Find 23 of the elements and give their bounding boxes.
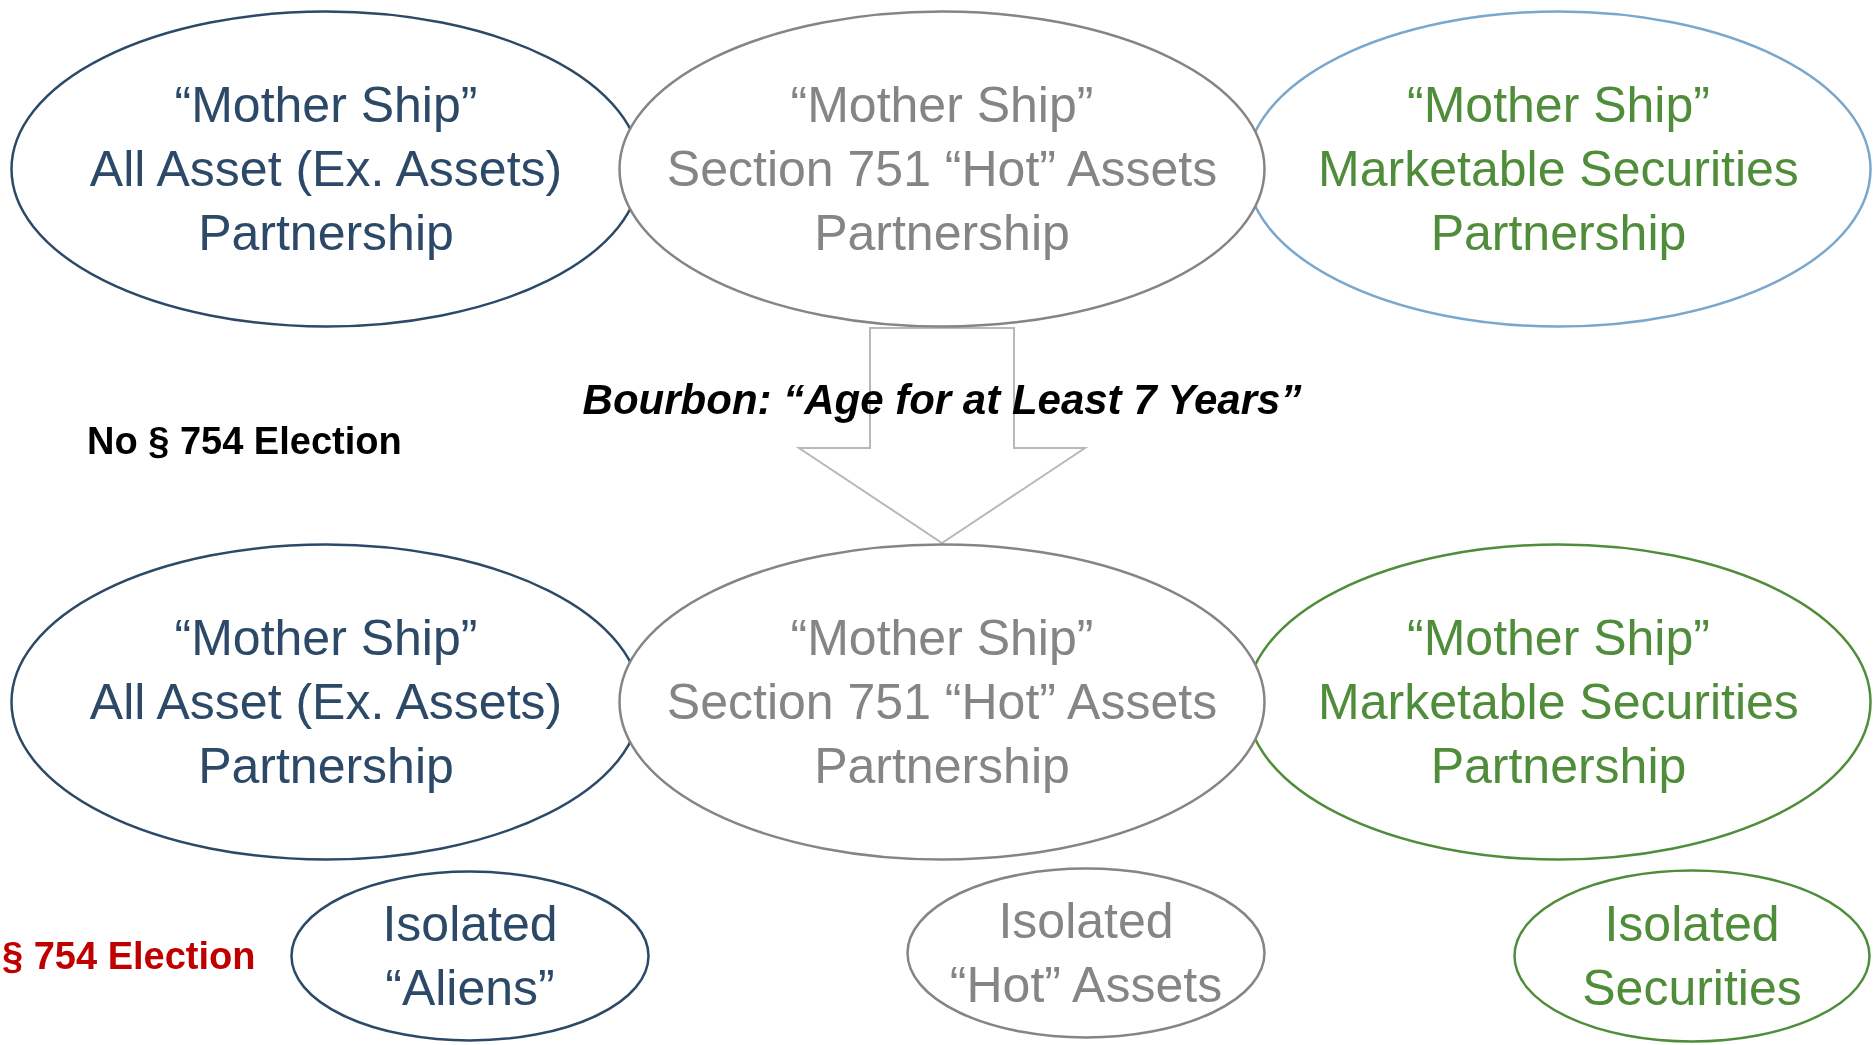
node-text: “Mother Ship” (789, 609, 1095, 668)
side-label: § 754 Election (2, 935, 256, 978)
node-text: “Mother Ship” (1406, 609, 1711, 668)
node-text: Section 751 “Hot” Assets Partnership (665, 673, 1219, 796)
node-text: “Mother Ship” (173, 609, 479, 668)
node-text: Section 751 “Hot” Assets Partnership (665, 140, 1219, 263)
oval-node (618, 543, 1266, 861)
oval-node (906, 867, 1266, 1039)
node-text: Marketable Securities Partnership (1317, 140, 1800, 263)
node-text: Isolated “Hot” Assets (948, 892, 1224, 1015)
node-text: All Asset (Ex. Assets) Partnership (88, 673, 564, 796)
node-text: “Mother Ship” (1406, 76, 1711, 135)
edge-label: Bourbon: “Age for at Least 7 Years” (582, 376, 1302, 424)
node-text: All Asset (Ex. Assets) Partnership (88, 140, 564, 263)
node-text: Isolated Securities (1581, 895, 1803, 1018)
oval-node (290, 870, 650, 1042)
oval-node (618, 10, 1266, 328)
node-text: “Mother Ship” (173, 76, 479, 135)
oval-node (1513, 869, 1871, 1043)
node-text: Isolated “Aliens” (381, 895, 559, 1018)
node-text: Marketable Securities Partnership (1317, 673, 1800, 796)
side-label: No § 754 Election (87, 420, 402, 463)
node-text: “Mother Ship” (789, 76, 1095, 135)
